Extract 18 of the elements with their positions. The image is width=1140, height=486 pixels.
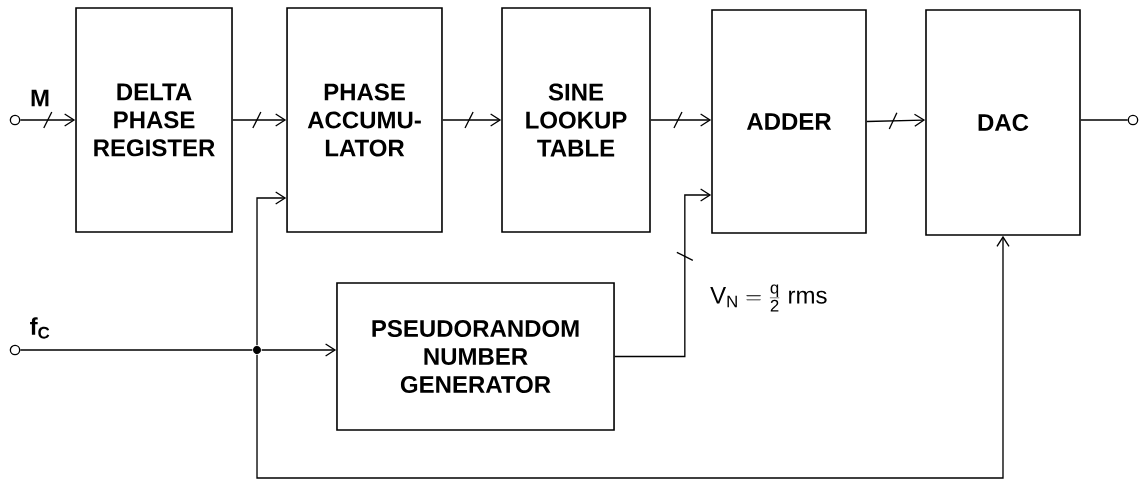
arrow xyxy=(442,111,502,129)
block-box: ADDER xyxy=(711,9,867,234)
arrow xyxy=(232,111,287,129)
arrow xyxy=(19,111,76,129)
arrow xyxy=(256,191,287,346)
arrow xyxy=(650,111,712,129)
arrow xyxy=(261,343,337,357)
noise-formula: $\mathsf{V}_{\mathsf{N}} = \frac{\mathsf{q}}{\mathsf{2}}\ \mathsf{rms}$ xyxy=(710,284,827,312)
arrow xyxy=(256,235,1010,479)
block-box: DELTA PHASE REGISTER xyxy=(75,7,233,233)
block-box: DAC xyxy=(925,9,1081,236)
arrow xyxy=(614,188,712,358)
block-box: PHASE ACCUMU- LATOR xyxy=(286,7,443,233)
terminal-label: f$_{C}$ xyxy=(30,317,50,339)
arrow xyxy=(866,112,926,130)
block-box: SINE LOOKUP TABLE xyxy=(501,7,651,233)
generator-box: PSEUDORANDOM NUMBER GENERATOR xyxy=(336,282,615,431)
terminal-label: M xyxy=(31,89,49,107)
